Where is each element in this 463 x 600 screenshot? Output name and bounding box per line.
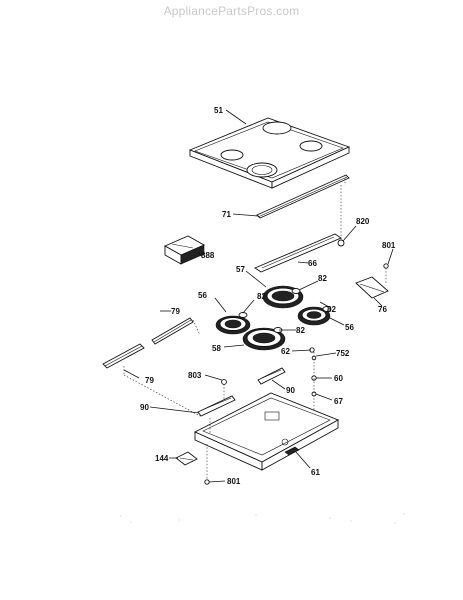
part-51-cooktop[interactable]	[188, 117, 351, 189]
callout-66: 66	[308, 259, 317, 268]
part-58-burner[interactable]	[242, 327, 286, 351]
callout-82-right: 82	[327, 305, 336, 314]
callout-labels: 51 71 820 888 66 801 57 82 76 79 56 82 8…	[140, 106, 396, 486]
callout-76: 76	[378, 305, 387, 314]
part-56-burner-left[interactable]	[215, 312, 251, 335]
assembly-guides	[123, 175, 346, 434]
part-801-screw-top[interactable]	[383, 263, 389, 284]
part-66-bracket[interactable]	[254, 233, 342, 273]
part-888-terminal-block[interactable]	[163, 235, 206, 265]
part-71-front-trim[interactable]	[256, 174, 350, 219]
callout-752: 752	[336, 349, 350, 358]
part-61-base-pan[interactable]	[193, 392, 340, 471]
callout-888: 888	[201, 251, 215, 260]
callout-803: 803	[188, 371, 202, 380]
callout-144: 144	[155, 454, 169, 463]
callout-90-left: 90	[140, 403, 149, 412]
callout-56-left: 56	[198, 291, 207, 300]
part-90-strip-right[interactable]	[257, 367, 286, 385]
part-90-strip-left[interactable]	[197, 395, 236, 417]
callout-62: 62	[281, 347, 290, 356]
callout-801-top: 801	[382, 241, 396, 250]
callout-82-top: 82	[318, 274, 327, 283]
part-801-screw-bottom[interactable]	[204, 444, 210, 485]
callout-57: 57	[236, 265, 245, 274]
leader-lines	[123, 109, 394, 483]
callout-51: 51	[214, 106, 223, 115]
part-57-burner[interactable]	[262, 285, 304, 309]
callout-60: 60	[334, 374, 343, 383]
callout-67: 67	[334, 397, 343, 406]
callout-801-bottom: 801	[227, 477, 241, 486]
part-803-screw[interactable]	[221, 379, 227, 400]
part-79-strip-upper[interactable]	[151, 317, 194, 345]
callout-56-right: 56	[345, 323, 354, 332]
part-56-burner-right[interactable]	[297, 306, 332, 326]
scan-noise	[120, 513, 405, 524]
callout-79-lower: 79	[145, 376, 154, 385]
callout-71: 71	[222, 210, 231, 219]
callout-90-right: 90	[286, 386, 295, 395]
callout-82-low: 82	[296, 326, 305, 335]
part-144-bracket[interactable]	[175, 451, 198, 466]
callout-820: 820	[356, 217, 370, 226]
part-79-strip-lower[interactable]	[102, 343, 145, 369]
part-820-clip[interactable]	[337, 185, 345, 247]
callout-82-mid: 82	[257, 292, 266, 301]
callout-79-upper: 79	[171, 307, 180, 316]
callout-58: 58	[212, 344, 221, 353]
callout-61: 61	[311, 468, 320, 477]
part-76-side-bracket[interactable]	[355, 276, 389, 299]
watermark: AppliancePartsPros.com	[163, 4, 300, 18]
